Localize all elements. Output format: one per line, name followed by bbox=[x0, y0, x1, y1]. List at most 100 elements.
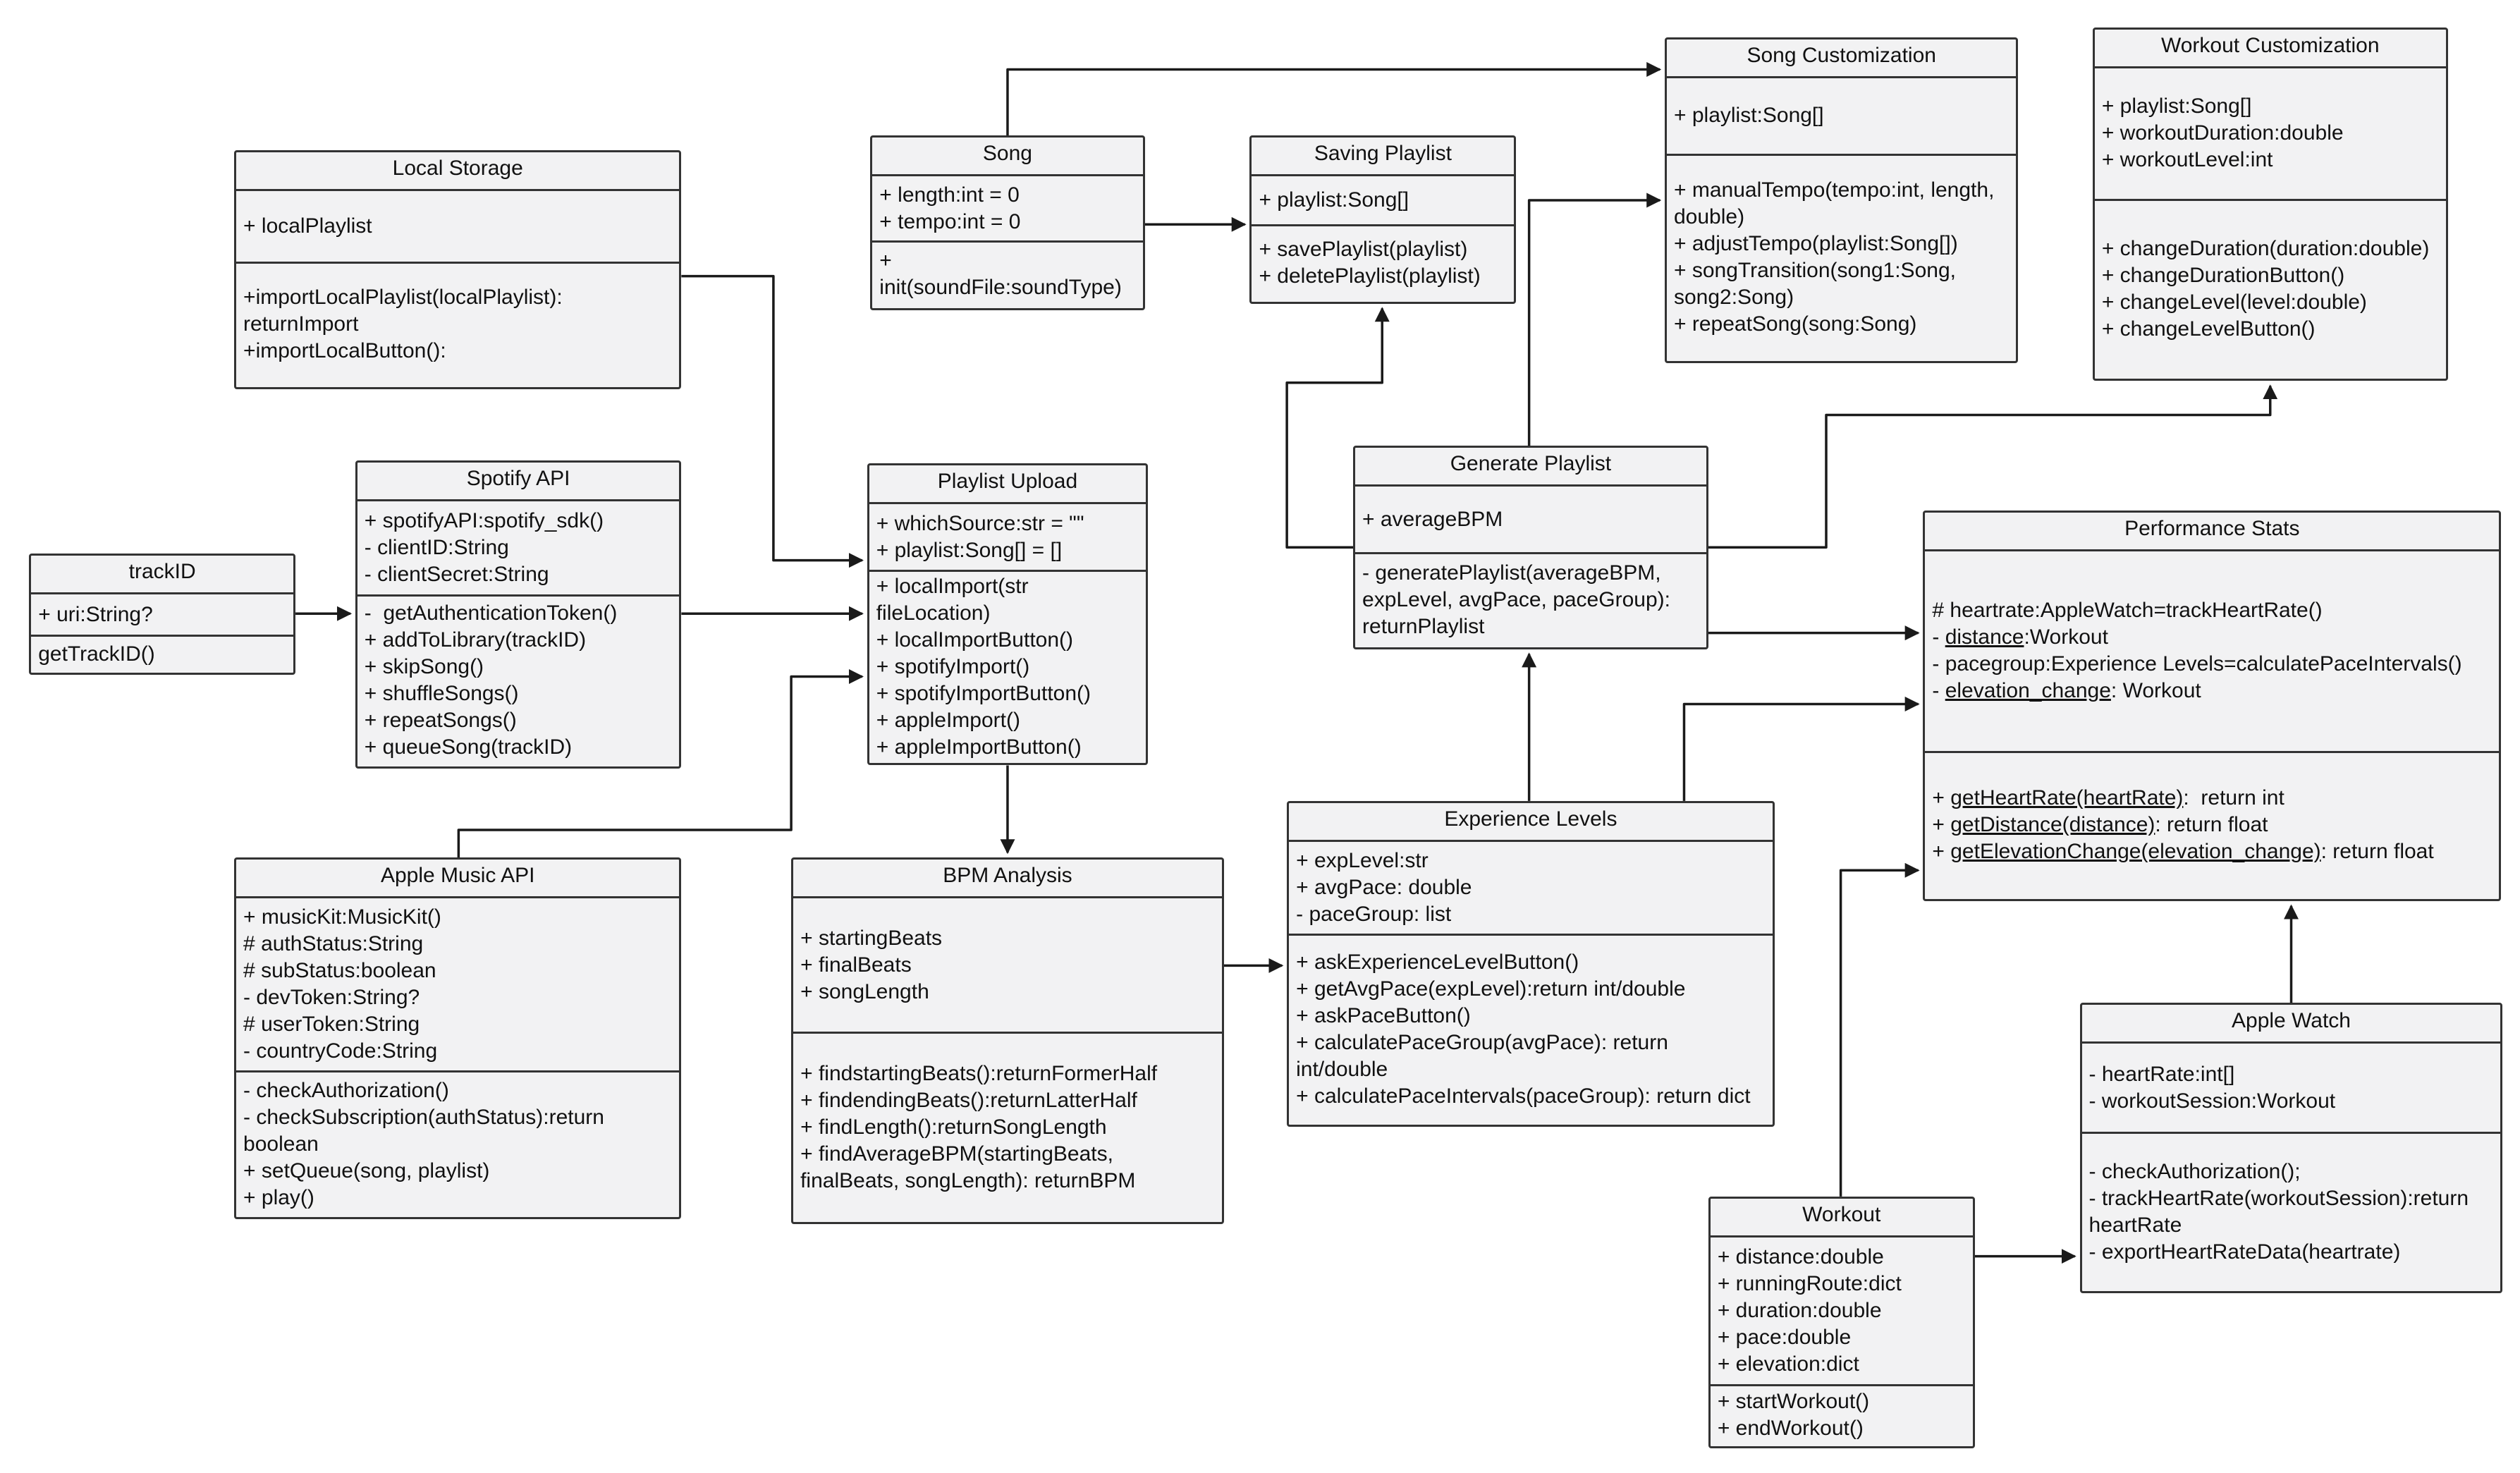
class-operation: - checkSubscription(authStatus):return b… bbox=[243, 1105, 611, 1156]
class-operation: + calculatePaceIntervals(paceGroup): ret… bbox=[1296, 1084, 1751, 1108]
class-operation: + adjustTempo(playlist:Song[]) bbox=[1673, 232, 1958, 256]
member-text: - bbox=[1932, 679, 1945, 703]
class-title: Local Storage bbox=[236, 152, 680, 191]
class-operation: + startWorkout() bbox=[1717, 1390, 1870, 1414]
class-box-saving-playlist: Saving Playlist+ playlist:Song[]+ savePl… bbox=[1249, 135, 1517, 304]
class-attribute: + pace:double bbox=[1717, 1325, 1852, 1349]
class-title: Generate Playlist bbox=[1355, 448, 1706, 487]
class-operation: + spotifyImport() bbox=[876, 654, 1030, 678]
class-operation: +importLocalPlaylist(localPlaylist): ret… bbox=[243, 286, 569, 336]
class-operation: +importLocalButton(): bbox=[243, 339, 446, 363]
class-operation: + changeDuration(duration:double) bbox=[2101, 237, 2430, 261]
class-attribute: - devToken:String? bbox=[243, 986, 420, 1010]
class-operation: + changeLevelButton() bbox=[2101, 317, 2316, 341]
class-operations: +importLocalPlaylist(localPlaylist): ret… bbox=[236, 264, 679, 386]
class-operation: + setQueue(song, playlist) bbox=[243, 1159, 490, 1182]
class-attribute: + playlist:Song[] bbox=[2101, 94, 2252, 118]
member-text: + bbox=[1932, 813, 1951, 837]
class-attributes: + spotifyAPI:spotify_sdk()- clientID:Str… bbox=[357, 501, 680, 597]
class-title: Workout Customization bbox=[2094, 30, 2446, 68]
class-attribute: - countryCode:String bbox=[243, 1039, 438, 1063]
class-box-workout-customization: Workout Customization + playlist:Song[] + … bbox=[2092, 27, 2448, 381]
class-attribute: - clientSecret:String bbox=[364, 562, 549, 586]
class-box-workout: Workout+ distance:double+ runningRoute:d… bbox=[1708, 1196, 1975, 1449]
class-operations: - checkAuthorization()- checkSubscriptio… bbox=[236, 1072, 679, 1216]
class-operation: - getAuthenticationToken() bbox=[364, 601, 618, 625]
class-operation: getTrackID() bbox=[38, 642, 155, 666]
class-attributes: + playlist:Song[] bbox=[1666, 78, 2017, 156]
class-operation: + findAverageBPM(startingBeats, finalBea… bbox=[800, 1142, 1136, 1192]
class-title: trackID bbox=[31, 556, 294, 595]
class-operations: + startWorkout()+ endWorkout() bbox=[1711, 1386, 1973, 1446]
class-operations: + getHeartRate(heartRate): return int+ g… bbox=[1925, 753, 2499, 898]
class-attributes: # heartrate:AppleWatch=trackHeartRate()-… bbox=[1925, 551, 2500, 753]
class-operation: + getAvgPace(expLevel):return int/double bbox=[1296, 977, 1686, 1001]
connector-generate-to-workout-customization bbox=[1708, 384, 2278, 549]
class-operation: + findLength():returnSongLength bbox=[800, 1115, 1107, 1139]
class-attribute: + length:int = 0 bbox=[879, 183, 1020, 207]
member-text: : return int bbox=[2183, 786, 2284, 810]
class-attribute: + tempo:int = 0 bbox=[879, 209, 1021, 233]
member-text: :Workout bbox=[2024, 625, 2108, 649]
class-attribute: # subStatus:boolean bbox=[243, 959, 436, 983]
class-attribute: + finalBeats bbox=[800, 953, 912, 977]
class-box-track-id: trackID + uri:String? getTrackID() bbox=[29, 554, 296, 676]
class-attributes: - heartRate:int[]- workoutSession:Workou… bbox=[2081, 1044, 2501, 1135]
class-title: Apple Music API bbox=[236, 860, 680, 898]
class-attribute: + songLength bbox=[800, 979, 929, 1003]
class-attributes: + whichSource:str = ""+ playlist:Song[] … bbox=[869, 504, 1146, 573]
class-attribute: + spotifyAPI:spotify_sdk() bbox=[364, 508, 604, 532]
underlined-member-text: getElevationChange(elevation_change) bbox=[1950, 840, 2321, 864]
class-operation: + askExperienceLevelButton() bbox=[1296, 950, 1579, 974]
class-attributes: + averageBPM bbox=[1355, 487, 1706, 555]
class-attribute: # heartrate:AppleWatch=trackHeartRate() bbox=[1932, 597, 2492, 624]
connector-experience-levels-to-performance bbox=[1682, 696, 1920, 801]
class-attribute: - heartRate:int[] bbox=[2088, 1062, 2235, 1086]
member-text: : return float bbox=[2320, 840, 2434, 864]
member-text: - bbox=[1932, 625, 1945, 649]
class-operation: + findstartingBeats():returnFormerHalf bbox=[800, 1061, 1158, 1085]
class-operations: + changeDuration(duration:double) + chang… bbox=[2095, 201, 2446, 378]
class-title: Saving Playlist bbox=[1252, 137, 1515, 177]
class-operation: + spotifyImportButton() bbox=[876, 681, 1091, 705]
class-operations: + manualTempo(tempo:int, length, double)… bbox=[1667, 156, 2017, 360]
class-operation: - generatePlaylist(averageBPM, expLevel,… bbox=[1362, 561, 1677, 638]
class-attribute: + runningRoute:dict bbox=[1717, 1271, 1902, 1295]
class-operation: + deletePlaylist(playlist) bbox=[1259, 264, 1481, 288]
class-title: Experience Levels bbox=[1289, 803, 1773, 842]
class-attribute: + avgPace: double bbox=[1296, 875, 1472, 899]
class-operations: + localImport(str fileLocation)+ localIm… bbox=[869, 572, 1146, 762]
class-operations: - generatePlaylist(averageBPM, expLevel,… bbox=[1355, 554, 1706, 645]
class-title: Playlist Upload bbox=[869, 465, 1146, 505]
class-attribute: # authStatus:String bbox=[243, 932, 424, 956]
connector-generate-to-saving-playlist bbox=[1285, 307, 1390, 549]
class-title: BPM Analysis bbox=[793, 860, 1222, 898]
class-box-experience-levels: Experience Levels+ expLevel:str+ avgPace… bbox=[1287, 800, 1775, 1127]
class-operation: + changeLevel(level:double) bbox=[2101, 291, 2367, 314]
class-operation: + play() bbox=[243, 1185, 314, 1209]
class-operations: + init(soundFile:soundType) bbox=[872, 243, 1142, 306]
connector-local-storage-to-playlist-upload bbox=[681, 274, 864, 568]
class-box-spotify-api: Spotify API+ spotifyAPI:spotify_sdk()- c… bbox=[355, 460, 682, 769]
class-attributes: + localPlaylist bbox=[236, 191, 680, 264]
member-text: + bbox=[1932, 786, 1951, 810]
member-text: - pacegroup:Experience Levels=calculateP… bbox=[1932, 652, 2462, 676]
class-attribute: + uri:String? bbox=[38, 602, 153, 626]
connector-apple-music-to-playlist-upload bbox=[457, 669, 864, 857]
class-operation: + repeatSong(song:Song) bbox=[1673, 312, 1917, 336]
class-operation: + queueSong(trackID) bbox=[364, 735, 573, 759]
class-operation: + localImportButton() bbox=[876, 628, 1074, 652]
class-operation: - checkAuthorization(); bbox=[2088, 1159, 2301, 1183]
class-title: Song bbox=[872, 137, 1143, 177]
class-title: Song Customization bbox=[1666, 39, 2017, 78]
class-box-song-customization: Song Customization+ playlist:Song[]+ man… bbox=[1664, 37, 2019, 364]
class-box-apple-music-api: Apple Music API + musicKit:MusicKit() # au… bbox=[234, 857, 682, 1219]
class-attributes: + playlist:Song[] bbox=[1252, 176, 1515, 227]
member-text: + bbox=[1932, 840, 1951, 864]
class-operation: + getElevationChange(elevation_change): … bbox=[1932, 838, 2492, 865]
class-attribute: + localPlaylist bbox=[243, 214, 372, 238]
class-operation: + songTransition(song1:Song, song2:Song) bbox=[1673, 259, 1962, 310]
class-box-playlist-upload: Playlist Upload+ whichSource:str = ""+ p… bbox=[867, 463, 1149, 766]
class-attribute: + musicKit:MusicKit() bbox=[243, 905, 441, 929]
